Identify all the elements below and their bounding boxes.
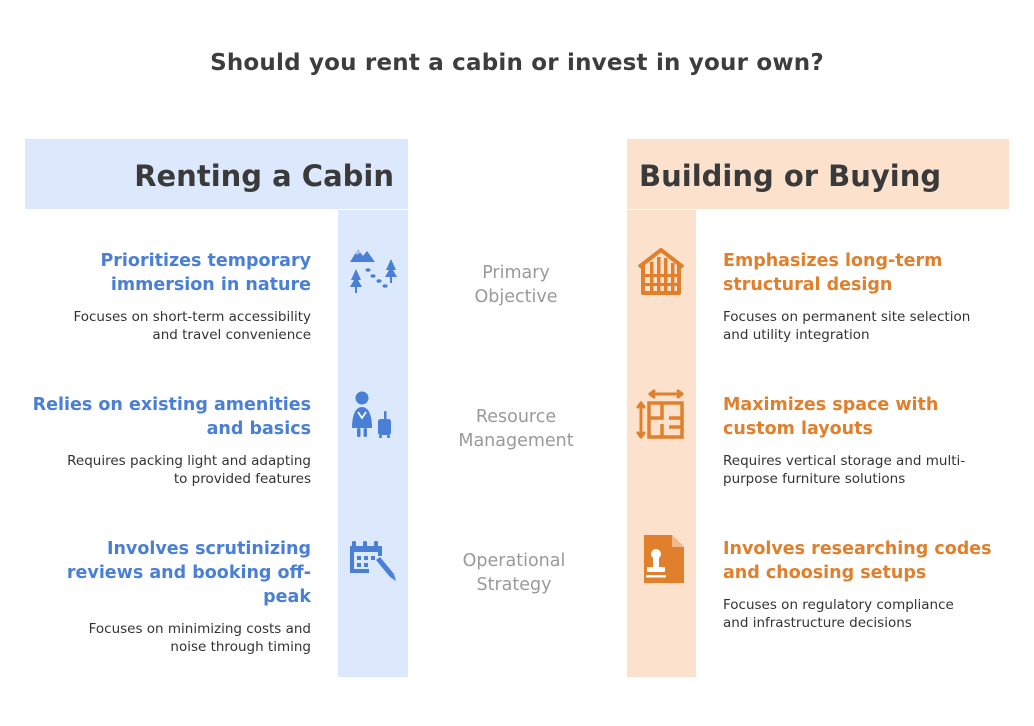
title-line: Relies on existing amenities <box>32 395 311 415</box>
criterion-line: Objective <box>474 287 558 307</box>
title-line: Prioritizes temporary <box>100 251 311 271</box>
title-line: and basics <box>206 419 311 439</box>
criterion-operational-strategy: Operational Strategy <box>414 549 614 597</box>
desc-line: Focuses on regulatory compliance <box>723 597 954 613</box>
building-row-1-desc: Focuses on permanent site selection and … <box>723 308 1023 344</box>
building-row-1: Emphasizes long-term structural design F… <box>723 249 1023 344</box>
renting-row-1-title: Prioritizes temporary immersion in natur… <box>11 249 311 297</box>
calendar-pen-icon <box>347 533 399 585</box>
title-line: custom layouts <box>723 419 873 439</box>
renting-row-2-title: Relies on existing amenities and basics <box>11 393 311 441</box>
renting-row-3-desc: Focuses on minimizing costs and noise th… <box>11 620 311 656</box>
criterion-resource-management: Resource Management <box>416 405 616 453</box>
renting-row-1-desc: Focuses on short-term accessibility and … <box>11 308 311 344</box>
building-row-2: Maximizes space with custom layouts Requ… <box>723 393 1023 488</box>
title-line: Emphasizes long-term <box>723 251 943 271</box>
building-heading: Building or Buying <box>639 159 942 193</box>
desc-line: noise through timing <box>170 639 311 655</box>
page-title: Should you rent a cabin or invest in you… <box>210 50 824 76</box>
renting-row-2: Relies on existing amenities and basics … <box>11 393 311 488</box>
desc-line: purpose furniture solutions <box>723 471 906 487</box>
desc-line: and infrastructure decisions <box>723 615 912 631</box>
document-stamp-icon <box>636 533 688 585</box>
floor-plan-icon <box>636 389 688 441</box>
title-line: and choosing setups <box>723 563 927 583</box>
building-header: Building or Buying <box>627 139 1009 209</box>
renting-row-2-desc: Requires packing light and adapting to p… <box>11 452 311 488</box>
title-line: immersion in nature <box>110 275 311 295</box>
title-line: Involves researching codes <box>723 539 992 559</box>
renting-header: Renting a Cabin <box>25 139 408 209</box>
desc-line: Focuses on minimizing costs and <box>88 621 311 637</box>
title-line: Involves scrutinizing <box>106 539 311 559</box>
cabin-frame-icon <box>636 245 688 297</box>
title-line: peak <box>263 587 311 607</box>
desc-line: Requires packing light and adapting <box>67 453 311 469</box>
desc-line: Focuses on permanent site selection <box>723 309 971 325</box>
renting-icon-strip <box>338 210 408 677</box>
desc-line: and utility integration <box>723 327 870 343</box>
desc-line: to provided features <box>173 471 311 487</box>
building-row-2-title: Maximizes space with custom layouts <box>723 393 1023 441</box>
building-row-3: Involves researching codes and choosing … <box>723 537 1023 632</box>
criterion-line: Strategy <box>476 575 552 595</box>
desc-line: Requires vertical storage and multi- <box>723 453 966 469</box>
desc-line: and travel convenience <box>152 327 311 343</box>
building-row-2-desc: Requires vertical storage and multi- pur… <box>723 452 1023 488</box>
criterion-line: Operational <box>462 551 566 571</box>
title-line: structural design <box>723 275 893 295</box>
mountain-trees-icon <box>347 243 399 295</box>
building-row-3-title: Involves researching codes and choosing … <box>723 537 1023 585</box>
desc-line: Focuses on short-term accessibility <box>73 309 311 325</box>
building-icon-strip <box>627 210 696 677</box>
title-line: Maximizes space with <box>723 395 939 415</box>
renting-heading: Renting a Cabin <box>134 159 394 193</box>
criterion-line: Primary <box>482 263 550 283</box>
traveler-luggage-icon <box>347 388 399 440</box>
criterion-primary-objective: Primary Objective <box>416 261 616 309</box>
criterion-line: Resource <box>475 407 557 427</box>
building-row-1-title: Emphasizes long-term structural design <box>723 249 1023 297</box>
building-row-3-desc: Focuses on regulatory compliance and inf… <box>723 596 1023 632</box>
renting-row-3: Involves scrutinizing reviews and bookin… <box>11 537 311 656</box>
renting-row-3-title: Involves scrutinizing reviews and bookin… <box>11 537 311 609</box>
criterion-line: Management <box>458 431 574 451</box>
renting-row-1: Prioritizes temporary immersion in natur… <box>11 249 311 344</box>
title-line: reviews and booking off- <box>66 563 311 583</box>
